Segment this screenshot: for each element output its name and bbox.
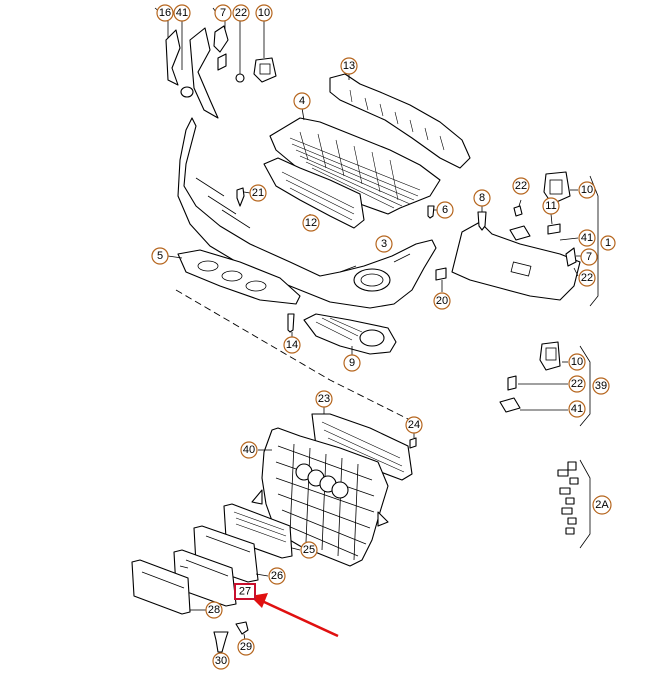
callout-13: 13: [343, 60, 355, 72]
license-plate: [131, 559, 206, 615]
callout-4: 4: [299, 95, 305, 107]
callout-41: 41: [176, 7, 188, 19]
right-bracket-group: [499, 341, 591, 427]
assembly-guide-line: [175, 289, 411, 421]
highlighted-part-box: [234, 583, 256, 600]
callout-5: 5: [157, 250, 163, 262]
callout-39: 39: [595, 380, 607, 392]
callout-7b: 7: [586, 251, 592, 263]
callout-22c: 22: [581, 272, 593, 284]
callout-23: 23: [318, 393, 330, 405]
callout-26: 26: [271, 570, 283, 582]
callout-41b: 41: [581, 232, 593, 244]
bottom-fasteners: [213, 621, 249, 657]
callout-8: 8: [479, 192, 485, 204]
callout-16: 16: [159, 7, 171, 19]
callout-22b: 22: [515, 180, 527, 192]
callout-25: 25: [303, 544, 315, 556]
red-pointer-arrow-icon: [250, 593, 339, 638]
radiator-grille: [251, 427, 389, 567]
callout-27: 27: [239, 586, 251, 598]
callout-41c: 41: [571, 403, 583, 415]
callout-6: 6: [442, 204, 448, 216]
fastener-screws: [236, 187, 447, 340]
lower-grille-strip: [167, 249, 301, 305]
callout-29: 29: [240, 641, 252, 653]
callout-30: 30: [215, 655, 227, 667]
callout-14: 14: [286, 339, 298, 351]
upper-carrier-part: [329, 72, 471, 169]
callout-7: 7: [220, 7, 226, 19]
callout-24: 24: [408, 419, 420, 431]
callout-21: 21: [252, 187, 264, 199]
screw-set: [557, 459, 591, 549]
lower-grid-insert: [263, 157, 365, 229]
callout-22: 22: [235, 7, 247, 19]
callout-40: 40: [243, 444, 255, 456]
callout-10: 10: [258, 7, 270, 19]
callout-12: 12: [305, 217, 317, 229]
callout-1: 1: [605, 237, 611, 249]
side-bumper-section: [451, 171, 599, 307]
fog-lamp-bezel: [303, 313, 397, 356]
front-bumper-cover: [177, 117, 437, 309]
callout-labels: 16 41 7 22 10 13 4 21 5 12 3 6 8 22 11 1…: [151, 4, 616, 670]
callout-10b: 10: [581, 184, 593, 196]
callout-22d: 22: [571, 378, 583, 390]
callout-9: 9: [349, 357, 355, 369]
callout-10c: 10: [571, 356, 583, 368]
callout-3: 3: [381, 238, 387, 250]
callout-28: 28: [208, 604, 220, 616]
upper-left-brackets: [154, 7, 277, 119]
callout-11: 11: [545, 200, 556, 212]
callout-2a: 2A: [595, 499, 609, 511]
callout-20: 20: [436, 295, 448, 307]
